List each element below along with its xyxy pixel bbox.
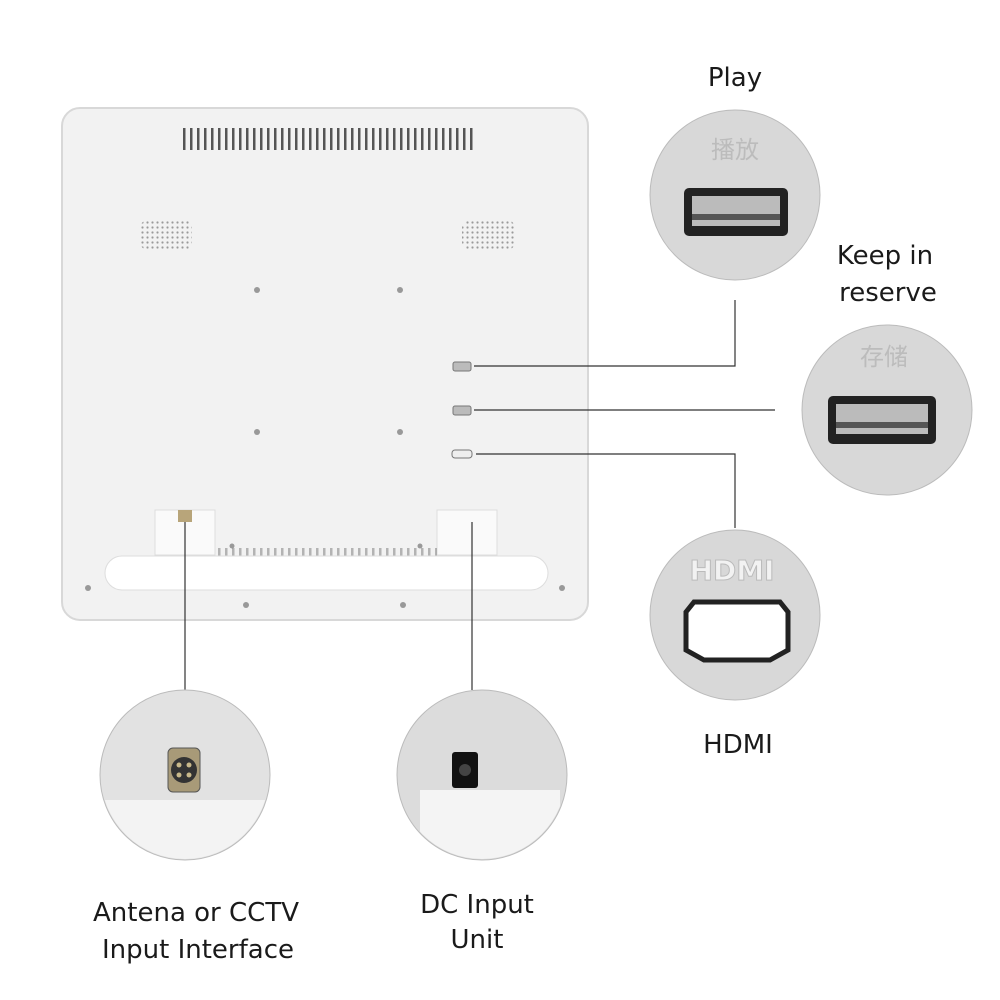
monitor-back [61,107,589,621]
usb-port-play [452,361,472,372]
reserve-port-closeup: 存储 [801,324,973,496]
speaker-grille-right [462,220,515,250]
dc-label-line2: Unit [450,925,504,955]
hdmi-port [451,449,473,459]
vesa-screws [85,287,565,608]
svg-text:HDMI: HDMI [690,554,775,587]
antenna-port-closeup [99,689,271,861]
reserve-label-line2: reserve [839,278,937,308]
speaker-grille-left [140,220,192,250]
handle-cutout [104,555,549,591]
svg-text:存储: 存储 [860,343,908,371]
dc-port-closeup [396,689,568,861]
vent-slots [183,128,473,150]
usb-port-reserve [452,405,472,416]
antenna-label-line2: Input Interface [102,935,294,965]
antenna-port [178,510,192,522]
antenna-label-line1: Antena or CCTV [93,898,299,928]
play-label: Play [707,63,763,93]
hdmi-port-closeup: HDMI [649,529,821,701]
leader-lines [184,300,775,690]
svg-text:播放: 播放 [711,136,759,164]
dc-label-line1: DC Input [420,890,534,920]
hdmi-label: HDMI [703,730,773,760]
reserve-label-line1: Keep in [836,241,934,271]
play-port-closeup: 播放 [649,109,821,281]
